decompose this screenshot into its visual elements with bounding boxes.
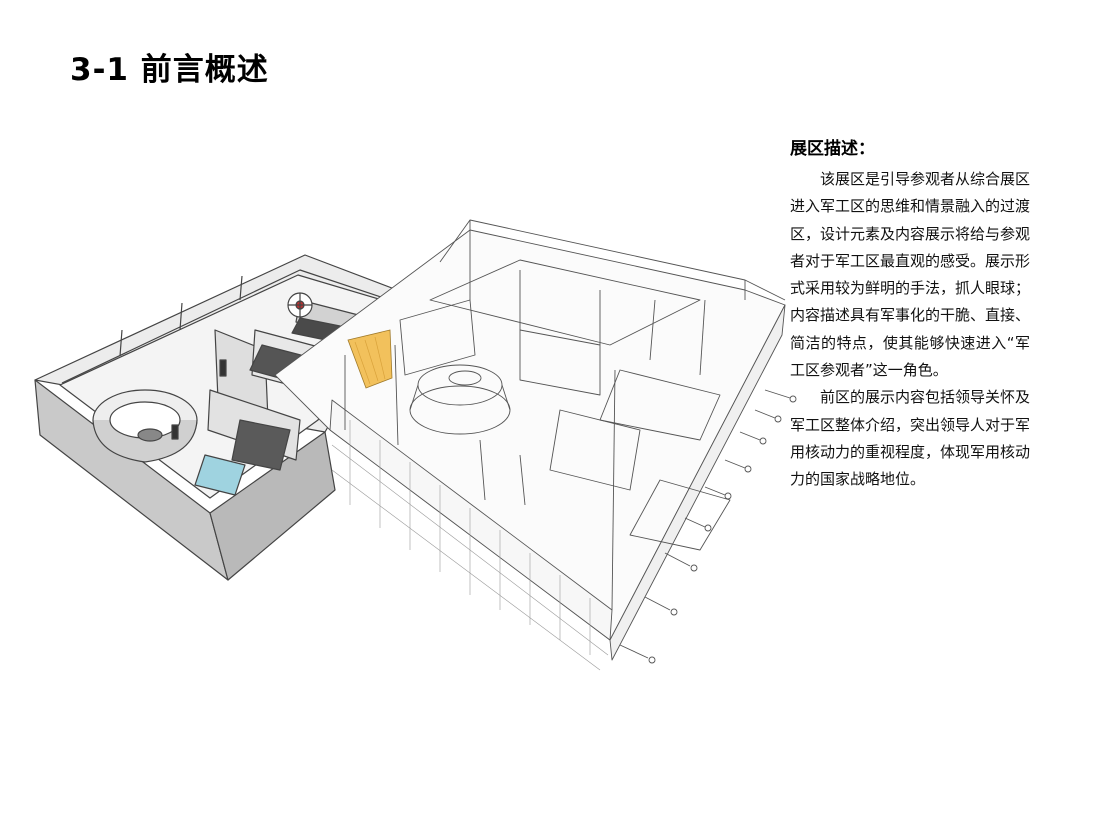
- description-paragraph-1: 该展区是引导参观者从综合展区进入军工区的思维和情景融入的过渡区，设计元素及内容展…: [790, 170, 1031, 380]
- annotation-pointers: [619, 389, 797, 664]
- right-wireframe-hall: [274, 219, 786, 671]
- description-panel: 展区描述： 该展区是引导参观者从综合展区进入军工区的思维和情景融入的过渡区，设计…: [790, 134, 1030, 494]
- description-heading: 展区描述：: [790, 139, 875, 159]
- page-title: 3-1 前言概述: [70, 52, 269, 88]
- highlight-panel-stripes: [354, 336, 386, 385]
- highlight-entrance-panel: [347, 329, 393, 389]
- description-paragraph-2: 前区的展示内容包括领导关怀及军工区整体介绍，突出领导人对于军用核动力的重视程度，…: [790, 388, 1031, 489]
